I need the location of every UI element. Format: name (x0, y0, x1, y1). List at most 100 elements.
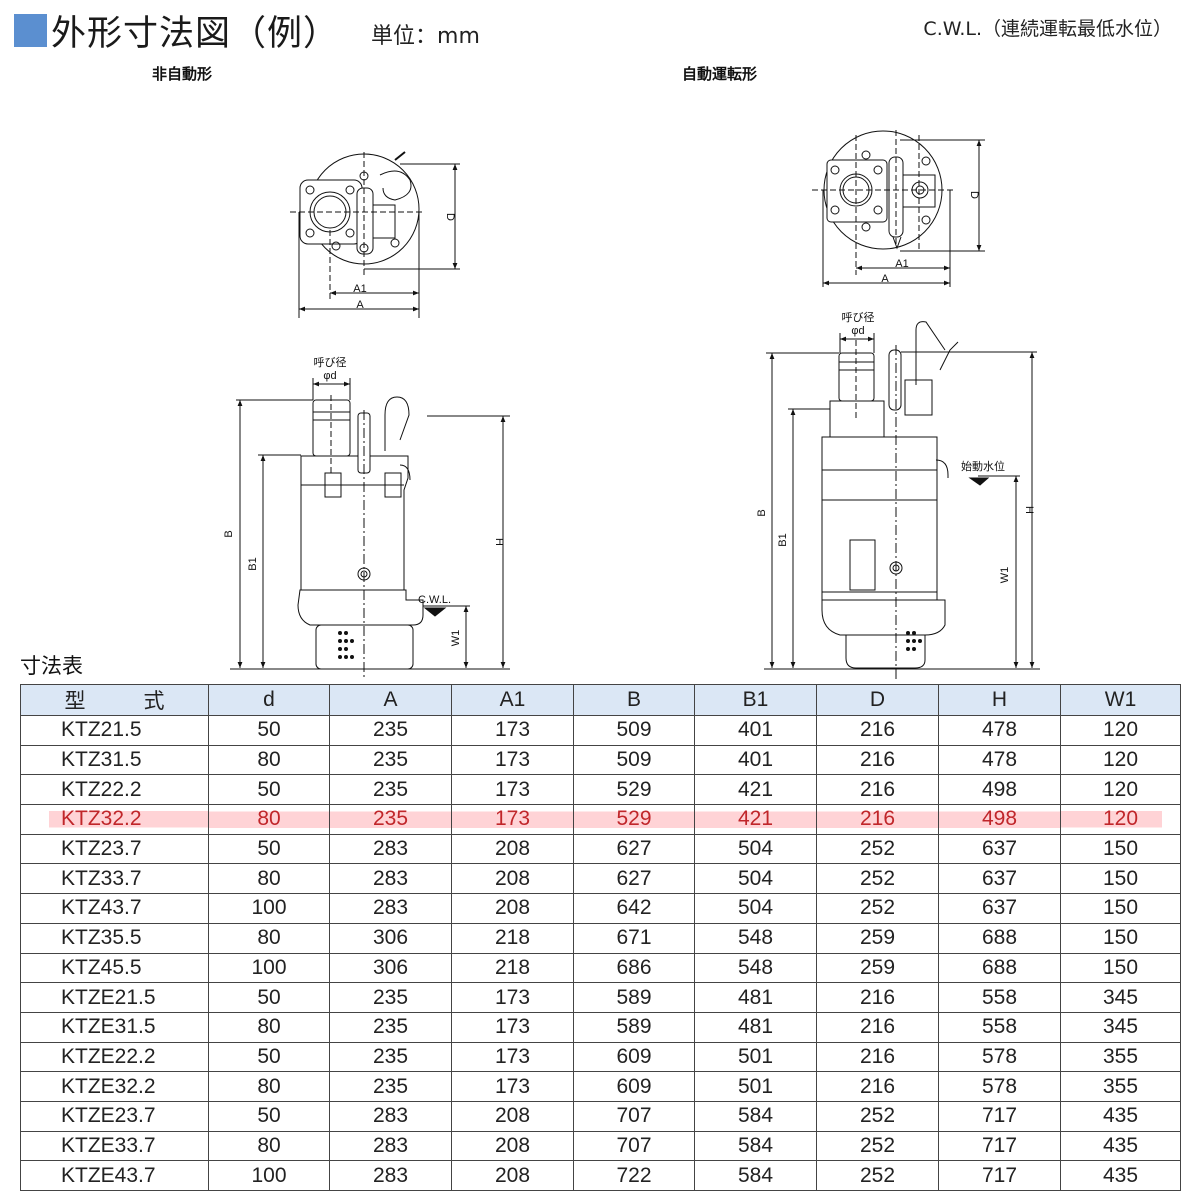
cell-d: 100 (208, 952, 330, 984)
cell-h: 578 (938, 1041, 1061, 1073)
non-auto-dim-b-label: B (223, 530, 235, 537)
cell-h: 498 (938, 804, 1061, 835)
cell-b1: 504 (694, 833, 817, 865)
cell-a: 283 (329, 893, 452, 924)
cell-b1: 584 (694, 1160, 817, 1191)
cwl-note: C.W.L.（連続運転最低水位） (923, 18, 1172, 40)
cell-d: 100 (208, 1160, 330, 1191)
non-auto-label: 非自動形 (152, 65, 213, 83)
cell-b1: 548 (694, 952, 817, 984)
cell-d: 216 (816, 1071, 939, 1102)
cell-b: 529 (573, 804, 695, 835)
cell-d: 252 (816, 1130, 939, 1162)
cell-d: 252 (816, 893, 939, 924)
cell-a: 306 (329, 922, 452, 954)
cell-model: KTZE32.2 (20, 1071, 209, 1102)
cell-a1: 173 (451, 1041, 574, 1073)
cell-w1: 345 (1060, 982, 1181, 1013)
cell-d: 216 (816, 1011, 939, 1043)
cell-h: 498 (938, 774, 1061, 806)
cell-a: 235 (329, 715, 452, 746)
cell-a1: 208 (451, 1100, 574, 1132)
cell-model: KTZ21.5 (20, 715, 209, 746)
cell-d: 80 (208, 804, 330, 835)
header-a: A (329, 684, 452, 716)
cell-d: 252 (816, 863, 939, 895)
cell-w1: 435 (1060, 1160, 1181, 1191)
cell-h: 558 (938, 1011, 1061, 1043)
cell-d: 50 (208, 715, 330, 746)
cell-a1: 218 (451, 952, 574, 984)
cell-b: 722 (573, 1160, 695, 1191)
cell-model: KTZ45.5 (20, 952, 209, 984)
cell-h: 637 (938, 893, 1061, 924)
dimension-drawings: A1 A D 呼び径 φd B B1 H W1 C.W.L. A1 A D 呼び… (223, 130, 1040, 680)
cell-h: 578 (938, 1071, 1061, 1102)
cell-model: KTZE33.7 (20, 1130, 209, 1162)
header-d: d (208, 684, 330, 716)
cell-d: 80 (208, 1130, 330, 1162)
cell-h: 637 (938, 863, 1061, 895)
non-auto-phi-d-label: φd (323, 370, 336, 382)
cell-a: 235 (329, 744, 452, 776)
cell-a: 235 (329, 1011, 452, 1043)
cell-b1: 504 (694, 893, 817, 924)
cell-a1: 208 (451, 863, 574, 895)
cell-b1: 401 (694, 715, 817, 746)
cell-w1: 435 (1060, 1130, 1181, 1162)
cell-w1: 120 (1060, 744, 1181, 776)
cell-a1: 173 (451, 744, 574, 776)
cell-a: 235 (329, 804, 452, 835)
cell-b1: 501 (694, 1071, 817, 1102)
title-square-icon (14, 13, 47, 47)
cell-w1: 150 (1060, 952, 1181, 984)
cell-w1: 150 (1060, 833, 1181, 865)
header-b1: B1 (694, 684, 817, 716)
cell-a1: 173 (451, 774, 574, 806)
cell-d: 100 (208, 893, 330, 924)
cell-d: 252 (816, 1160, 939, 1191)
cell-b: 686 (573, 952, 695, 984)
auto-dim-a-label: A (881, 273, 889, 285)
cell-a1: 173 (451, 804, 574, 835)
cell-a: 235 (329, 982, 452, 1013)
cell-d: 216 (816, 1041, 939, 1073)
cell-model: KTZ31.5 (20, 744, 209, 776)
auto-nominal-label: 呼び径 (842, 311, 875, 324)
auto-dim-d-label: D (968, 191, 980, 199)
cell-model: KTZE31.5 (20, 1011, 209, 1043)
cell-a1: 173 (451, 1011, 574, 1043)
cell-d: 216 (816, 744, 939, 776)
cell-d: 50 (208, 833, 330, 865)
table-header-row: 型式 d A A1 B B1 D H W1 (20, 684, 1181, 716)
non-auto-dim-a-label: A (356, 299, 364, 311)
cell-a: 283 (329, 1130, 452, 1162)
cell-w1: 355 (1060, 1071, 1181, 1102)
cell-b1: 501 (694, 1041, 817, 1073)
cell-d: 216 (816, 774, 939, 806)
auto-label: 自動運転形 (682, 65, 758, 83)
cell-b1: 401 (694, 744, 817, 776)
cell-h: 717 (938, 1160, 1061, 1191)
non-auto-side-view (230, 378, 510, 680)
cell-d: 252 (816, 833, 939, 865)
cell-h: 478 (938, 744, 1061, 776)
cell-w1: 150 (1060, 893, 1181, 924)
cell-b1: 504 (694, 863, 817, 895)
cell-b: 509 (573, 744, 695, 776)
cell-w1: 345 (1060, 1011, 1181, 1043)
cell-b: 671 (573, 922, 695, 954)
non-auto-dim-d-label: D (444, 213, 456, 221)
cell-d: 252 (816, 1100, 939, 1132)
cell-a: 283 (329, 863, 452, 895)
